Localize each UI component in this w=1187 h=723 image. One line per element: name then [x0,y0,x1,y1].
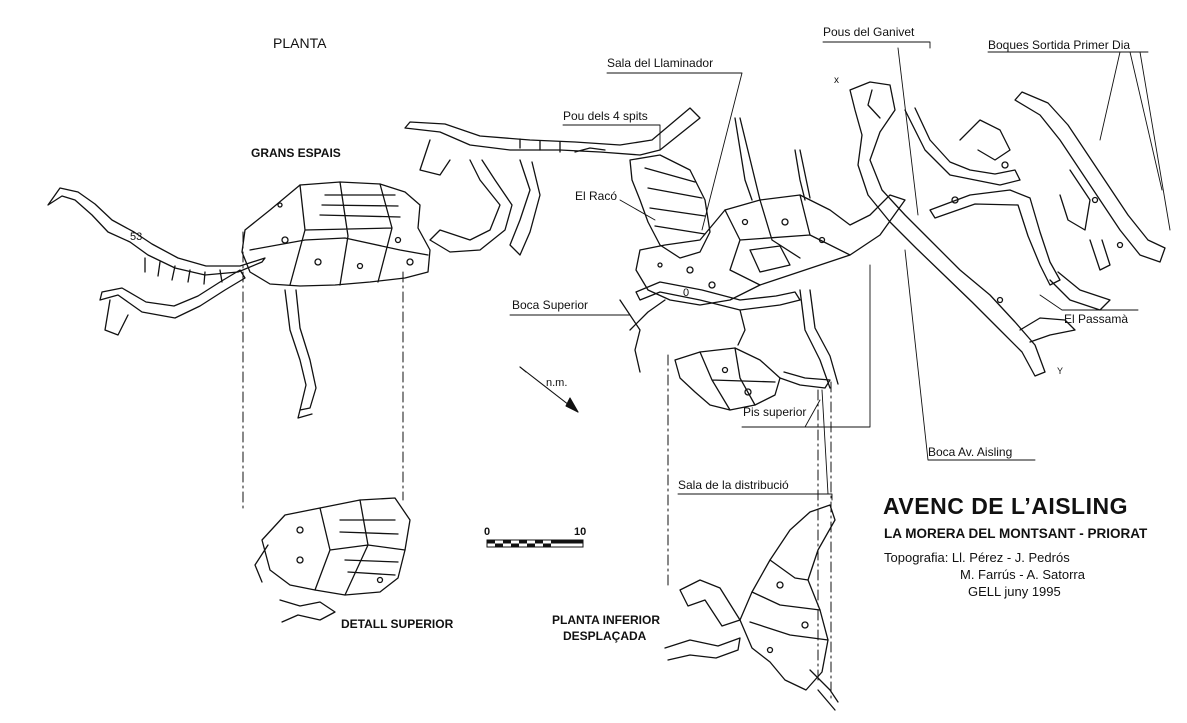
label-grans-espais: GRANS ESPAIS [251,146,341,160]
label-planta-inferior-2: DESPLAÇADA [563,629,647,643]
credit-line-2: M. Farrús - A. Satorra [960,567,1085,582]
scale-start-label: 0 [484,526,491,538]
label-boques-sortida: Boques Sortida Primer Dia [988,38,1131,52]
cave-passage-north-branches [734,117,811,201]
label-pou-4-spits: Pou dels 4 spits [563,109,648,123]
label-sala-llaminador: Sala del Llaminador [607,56,714,70]
label-boca-superior: Boca Superior [512,298,589,312]
leader-lines [509,41,1171,501]
scale-end-label: 10 [574,526,587,538]
label-planta-inferior-1: PLANTA INFERIOR [552,613,660,627]
label-boca-av-aisling: Boca Av. Aisling [928,445,1013,459]
credit-line-1: Topografia: Ll. Pérez - J. Pedrós [884,550,1070,565]
map-subtitle: LA MORERA DEL MONTSANT - PRIORAT [884,526,1148,541]
map-title: AVENC DE L’AISLING [883,493,1128,519]
cave-main-hub [635,194,906,306]
label-el-passama: El Passamà [1064,312,1129,326]
y-mark-label: Y [1057,366,1064,376]
label-pis-superior: Pis superior [743,405,807,419]
cave-passage-west [47,187,266,336]
credit-line-3: GELL juny 1995 [968,584,1061,599]
projection-lines [242,231,832,701]
station-53-label: 53 [130,231,143,243]
label-pous-ganivet: Pous del Ganivet [823,25,915,39]
cave-passage-east-branches [904,91,1166,343]
x-mark-label: x [834,75,839,86]
cave-chamber-grans-espais [241,181,431,287]
cave-detall-superior [254,497,411,623]
cave-passage-ganivet [849,81,1046,377]
cave-passage-central-vertical [799,289,839,389]
cave-passage-grans-espais-south [284,289,317,419]
label-el-raco: El Racó [575,189,618,203]
cave-chamber-pis-superior [674,347,831,411]
station-0-label: 0 [683,287,690,299]
label-detall-superior: DETALL SUPERIOR [341,617,454,631]
label-sala-distribucio: Sala de la distribució [678,478,789,492]
cave-passage-north [404,107,701,256]
cave-planta-inferior [664,504,839,711]
cave-passage-boca-superior [619,281,801,373]
view-label: PLANTA [273,35,327,51]
scale-bar [486,539,584,548]
north-arrow [519,366,579,413]
cave-east-pit-details [951,161,1124,304]
north-label: n.m. [546,377,568,389]
cave-chamber-llaminador [629,154,711,259]
